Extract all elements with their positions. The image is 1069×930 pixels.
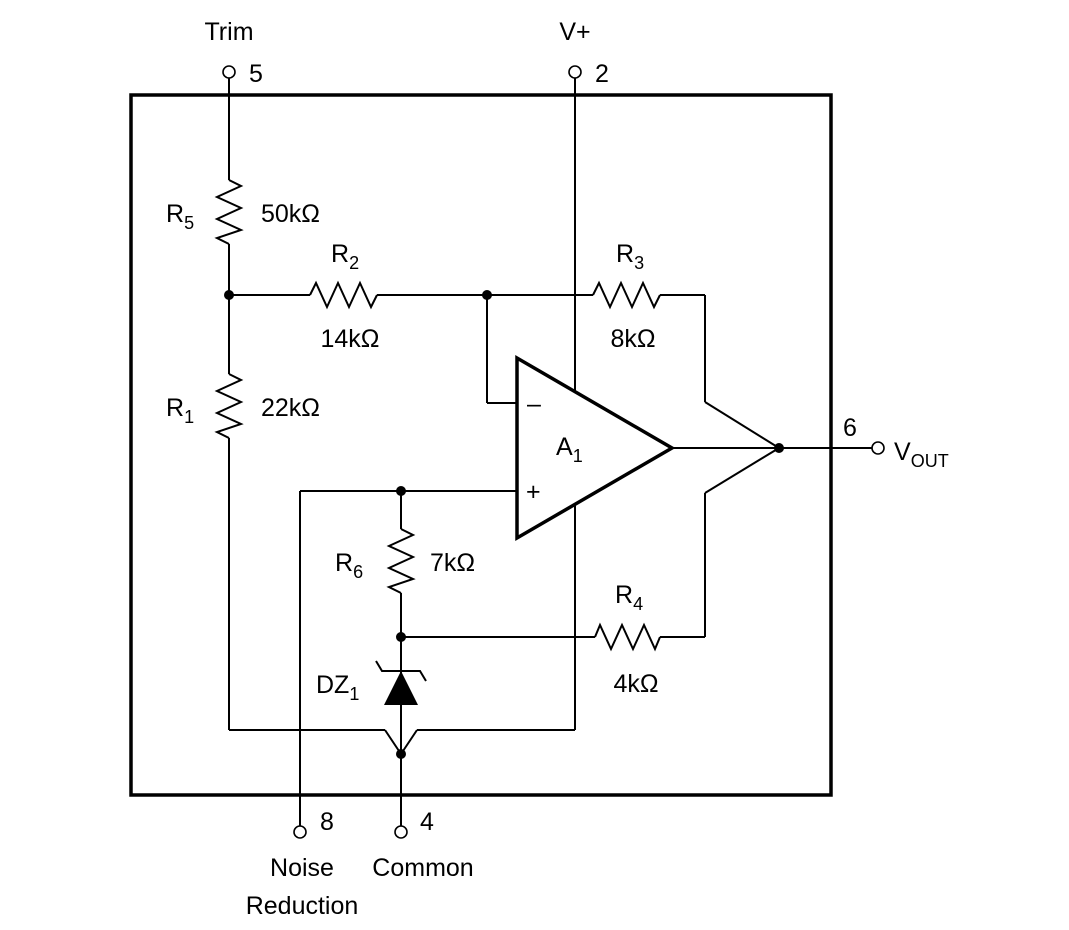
a1-minus-sign: –: [527, 390, 541, 418]
common-label: Common: [372, 854, 473, 882]
r3-resistor: [592, 280, 661, 310]
r5-value: 50kΩ: [261, 200, 320, 228]
r6-value: 7kΩ: [430, 549, 475, 577]
r4-resistor: [594, 622, 661, 652]
pin-4-number: 4: [420, 808, 434, 836]
pin-6-terminal: [871, 441, 885, 455]
a1-plus-sign: +: [526, 478, 541, 506]
r2-value: 14kΩ: [321, 325, 380, 353]
pin-8-terminal: [293, 825, 307, 839]
dz1-name: DZ1: [316, 671, 359, 704]
package-outline: [129, 93, 833, 797]
r3-name: R3: [616, 240, 644, 273]
pin-2-number: 2: [595, 60, 609, 88]
pin-2-terminal: [568, 65, 582, 79]
junctions: [224, 290, 784, 759]
zener-diode: [375, 660, 427, 705]
r2-resistor: [309, 280, 378, 310]
trim-label: Trim: [204, 18, 253, 46]
pin-5-number: 5: [249, 60, 263, 88]
r6-resistor: [386, 528, 416, 594]
pin-6-number: 6: [843, 414, 857, 442]
r5-resistor: [214, 179, 244, 245]
r1-name: R1: [166, 394, 194, 427]
r1-value: 22kΩ: [261, 394, 320, 422]
pin-5-terminal: [222, 65, 236, 79]
pin-8-number: 8: [320, 808, 334, 836]
noise-label-line2: Reduction: [246, 892, 359, 920]
r6-name: R6: [335, 549, 363, 582]
vplus-label: V+: [559, 18, 590, 46]
a1-name: A1: [556, 433, 583, 466]
r4-name: R4: [615, 581, 643, 614]
r3-value: 8kΩ: [610, 325, 655, 353]
r4-value: 4kΩ: [613, 670, 658, 698]
noise-label-line1: Noise: [270, 854, 334, 882]
vout-label: VOUT: [894, 438, 949, 471]
r2-name: R2: [331, 240, 359, 273]
r1-resistor: [214, 373, 244, 439]
op-amp-triangle: [515, 354, 676, 542]
pin-4-terminal: [394, 825, 408, 839]
r5-name: R5: [166, 200, 194, 233]
